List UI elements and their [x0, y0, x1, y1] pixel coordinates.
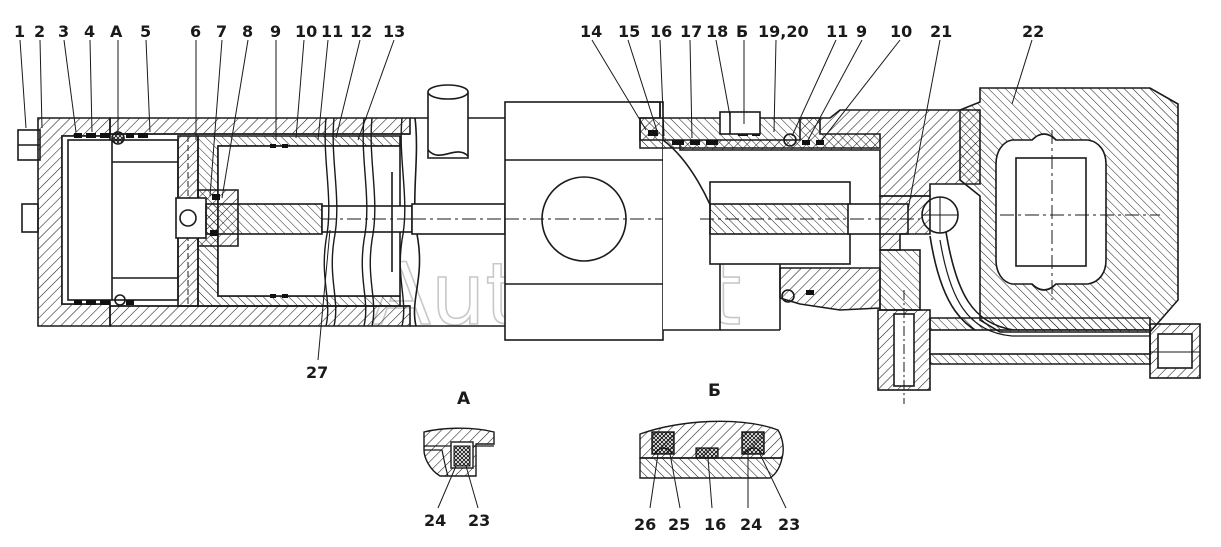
callout-21: 21: [930, 22, 952, 41]
callout-9-right: 9: [856, 22, 867, 41]
callout-view-b: Б: [736, 22, 748, 41]
callouts-top-left: 1 2 3 4 А 5 6 7 8 9 10 11 12 13: [14, 22, 405, 41]
callout-11-right: 11: [826, 22, 848, 41]
callout-3: 3: [58, 22, 69, 41]
callout-18: 18: [706, 22, 728, 41]
detail-b-label-24: 24: [740, 515, 762, 534]
callout-19-20: 19,20: [758, 22, 809, 41]
callout-17: 17: [680, 22, 702, 41]
detail-b-label-23: 23: [778, 515, 800, 534]
main-section: [17, 84, 1201, 404]
detail-a: А 24 23: [423, 389, 495, 530]
callout-10-right: 10: [890, 22, 912, 41]
detail-a-label-23: 23: [468, 511, 490, 530]
callout-16: 16: [650, 22, 672, 41]
detail-b: Б 26 25 16 24 23: [634, 381, 800, 534]
callout-view-a: А: [110, 22, 123, 41]
callout-22: 22: [1022, 22, 1044, 41]
callout-11: 11: [321, 22, 343, 41]
detail-a-label-24: 24: [424, 511, 446, 530]
detail-b-seal-16: [695, 447, 719, 459]
barrel-seals: [74, 133, 288, 305]
detail-b-seal-24: [741, 431, 765, 455]
gland-nut: [175, 197, 207, 239]
top-nipple: [427, 92, 469, 159]
callout-10: 10: [295, 22, 317, 41]
callouts-top-right: 14 15 16 17 18 Б 19,20 11 9 10 21: [580, 22, 952, 41]
bolt-head-2: [21, 203, 39, 233]
detail-b-title: Б: [708, 381, 721, 401]
callout-12: 12: [350, 22, 372, 41]
callout-2: 2: [34, 22, 45, 41]
drain-fitting: [879, 249, 921, 311]
callout-4: 4: [84, 22, 95, 41]
callout-6: 6: [190, 22, 201, 41]
detail-b-label-25: 25: [668, 515, 690, 534]
piston: [67, 139, 179, 301]
callout-5: 5: [140, 22, 151, 41]
callout-9: 9: [270, 22, 281, 41]
gland-cap: [719, 111, 761, 135]
detail-b-label-26: 26: [634, 515, 656, 534]
callout-15: 15: [618, 22, 640, 41]
leader-lines: [19, 39, 1033, 361]
callout-1: 1: [14, 22, 25, 41]
piston-rod-left: [205, 203, 323, 235]
right-head-bottom: [779, 267, 881, 311]
callout-8: 8: [242, 22, 253, 41]
detail-b-seal-26: [651, 431, 675, 455]
detail-a-title: А: [457, 389, 471, 409]
detail-a-seal-ring: [453, 445, 471, 467]
detail-b-label-16: 16: [704, 515, 726, 534]
callout-27: 27: [306, 363, 328, 382]
callout-14: 14: [580, 22, 602, 41]
ball-check: [111, 131, 125, 145]
callout-7: 7: [216, 22, 227, 41]
callout-13: 13: [383, 22, 405, 41]
